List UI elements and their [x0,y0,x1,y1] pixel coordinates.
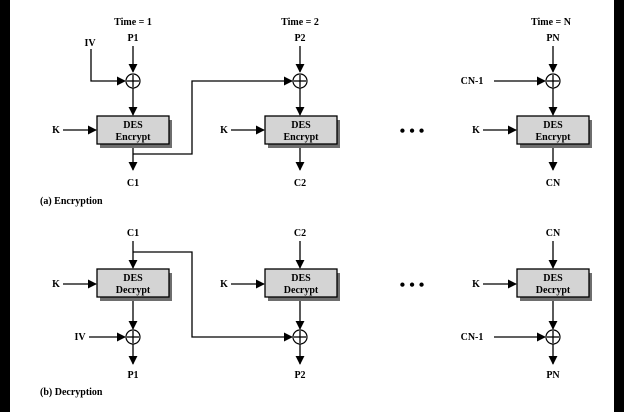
des-block-mode: Decrypt [116,285,151,296]
xor-node-1 [125,73,141,89]
ellipsis: • • • [400,123,425,140]
des-decrypt-block-2: DES Decrypt [264,268,340,301]
chain-arrow [133,76,293,155]
des-block-mode: Encrypt [116,132,152,143]
encryption-section: Time = 1 Time = 2 Time = N P1 P2 PN IV C… [40,17,592,207]
xor-node-2 [292,73,308,89]
plaintext-label-2: P2 [294,33,305,44]
page-background [10,0,614,412]
des-block-mode: Encrypt [284,132,320,143]
des-encrypt-block-n: DES Encrypt [516,115,592,148]
dec-prev-cipher-label: CN-1 [461,332,484,343]
des-block-mode: Decrypt [284,285,319,296]
prev-cipher-label: CN-1 [461,76,484,87]
dec-ciphertext-label-2: C2 [294,228,306,239]
dec-key-label-1: K [52,279,60,290]
dec-plaintext-label-2: P2 [294,370,305,381]
plaintext-label-n: PN [546,33,560,44]
des-block-title: DES [291,273,311,284]
dec-xor-node-2 [292,329,308,345]
des-decrypt-block-n: DES Decrypt [516,268,592,301]
dec-xor-node-n [545,329,561,345]
des-block-title: DES [543,273,563,284]
dec-ellipsis: • • • [400,277,425,294]
dec-plaintext-label-n: PN [546,370,560,381]
dec-ciphertext-label-n: CN [546,228,561,239]
dec-iv-label: IV [74,332,86,343]
xor-node-n [545,73,561,89]
des-block-title: DES [291,120,311,131]
dec-xor-node-1 [125,329,141,345]
des-block-title: DES [543,120,563,131]
des-block-mode: Decrypt [536,285,571,296]
iv-arrow [90,49,126,86]
des-block-title: DES [123,120,143,131]
dec-chain-arrow [133,251,293,342]
des-encrypt-block-2: DES Encrypt [264,115,340,148]
time-label-1: Time = 1 [114,17,152,28]
decryption-section: C1 C2 CN DES Decrypt DES Decrypt DES Dec… [40,228,592,398]
des-block-mode: Encrypt [536,132,572,143]
key-label-n: K [472,125,480,136]
time-label-2: Time = 2 [281,17,319,28]
time-label-n: Time = N [531,17,572,28]
dec-key-label-2: K [220,279,228,290]
plaintext-label-1: P1 [127,33,138,44]
dec-key-label-n: K [472,279,480,290]
des-encrypt-block-1: DES Encrypt [96,115,172,148]
des-decrypt-block-1: DES Decrypt [96,268,172,301]
des-block-title: DES [123,273,143,284]
dec-plaintext-label-1: P1 [127,370,138,381]
key-label-2: K [220,125,228,136]
ciphertext-label-n: CN [546,178,561,189]
dec-ciphertext-label-1: C1 [127,228,139,239]
key-label-1: K [52,125,60,136]
decryption-caption: (b) Decryption [40,387,103,398]
iv-label: IV [84,38,96,49]
ciphertext-label-2: C2 [294,178,306,189]
ciphertext-label-1: C1 [127,178,139,189]
encryption-caption: (a) Encryption [40,196,103,207]
